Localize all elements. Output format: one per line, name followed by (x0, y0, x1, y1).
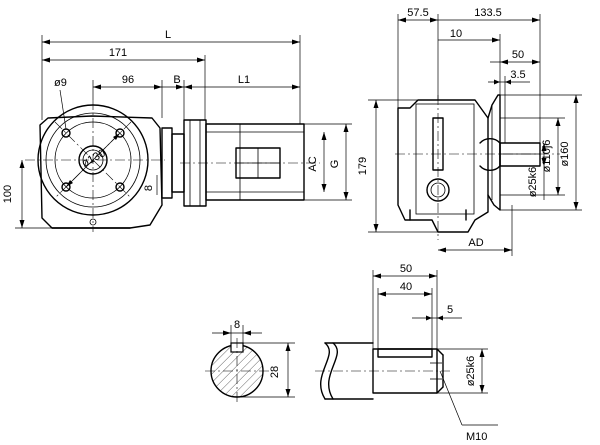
dim-key-width: 8 (234, 319, 240, 331)
dim-total-length: L (165, 29, 171, 41)
dim-3-5: 3.5 (510, 69, 525, 81)
dim-thread-M10: M10 (466, 431, 487, 443)
dim-179: 179 (357, 157, 369, 175)
dim-shaft-40: 40 (400, 281, 412, 293)
motor-body (205, 123, 305, 201)
dim-171: 171 (109, 47, 127, 59)
front-view: L 171 ø9 96 B L1 ø130 (2, 29, 352, 232)
gearbox-housing (39, 115, 163, 229)
dim-10: 10 (450, 28, 462, 40)
dim-L1: L1 (238, 74, 250, 86)
dim-height-100: 100 (2, 185, 14, 203)
side-housing-inner (415, 103, 475, 215)
adapter-ring (161, 127, 173, 199)
dim-shaft-dia-side: ø25k6 (527, 167, 539, 198)
bolt-hole (61, 182, 71, 192)
dim-shaft-50: 50 (400, 263, 412, 275)
side-view: 57.5 133.5 10 50 3.5 179 (357, 7, 582, 256)
dim-57-5: 57.5 (407, 7, 428, 19)
dim-G: G (329, 160, 341, 169)
dim-shaft-dia-detail: ø25k6 (465, 356, 477, 387)
shaft-detail: 50 40 5 ø25k6 M10 (315, 263, 498, 443)
dim-hole-dia: ø9 (54, 77, 67, 89)
dim-133-5: 133.5 (474, 7, 502, 19)
dim-96: 96 (122, 74, 134, 86)
side-bearing (426, 178, 450, 202)
dim-B: B (173, 74, 180, 86)
side-output-shaft (499, 142, 541, 167)
bolt-hole (115, 128, 125, 138)
dim-50-side: 50 (512, 49, 524, 61)
dim-flange-dia: ø160 (559, 141, 571, 166)
bolt-hole (115, 182, 125, 192)
dim-key-height: 28 (269, 366, 281, 378)
dim-8-vertical: 8 (143, 185, 155, 191)
key-section: 8 28 (205, 319, 295, 404)
dim-AC: AC (307, 156, 319, 171)
dim-key-offset: 5 (447, 304, 453, 316)
shaft-keyway (377, 348, 433, 358)
side-flange (487, 94, 501, 211)
dim-AD: AD (468, 237, 483, 249)
dim-spigot-dia: ø110j6 (541, 140, 553, 173)
